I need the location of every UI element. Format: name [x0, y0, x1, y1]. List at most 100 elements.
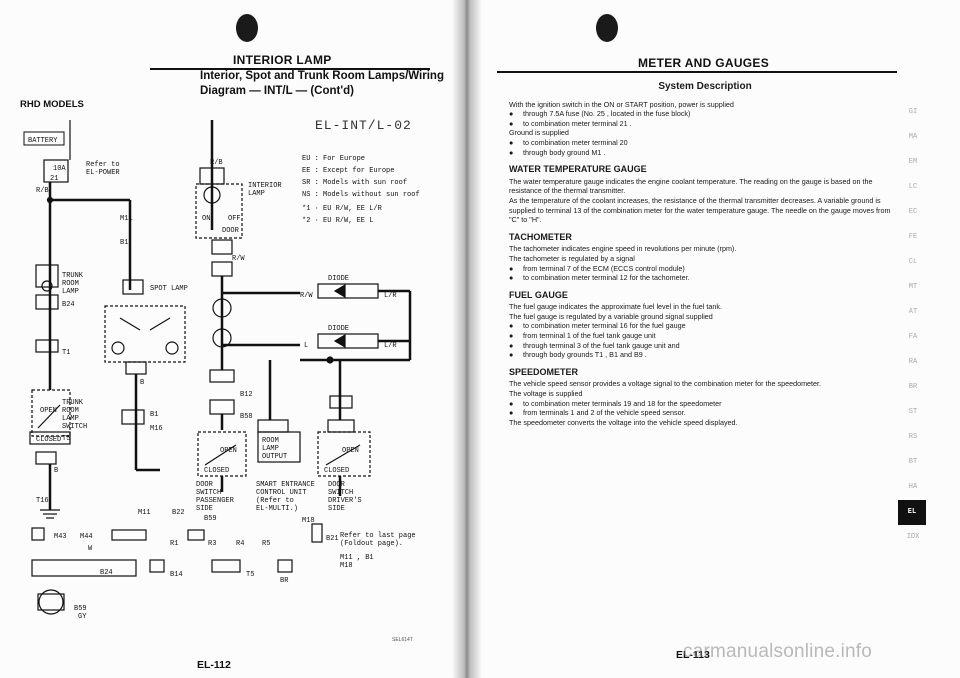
ground-bullet: ●through body ground M1 .: [509, 147, 606, 157]
refer-conn-m18: M18: [340, 562, 353, 570]
ground-bullet: ●to combination meter terminal 20: [509, 137, 628, 147]
left-page-title: INTERIOR LAMP: [233, 53, 332, 67]
tab-gi[interactable]: GI: [908, 108, 918, 116]
refer-power-target: EL-POWER: [86, 169, 120, 177]
wire-gy: GY: [78, 613, 87, 621]
intro-bullet-text: through 7.5A fuse (No. 25 , located in t…: [523, 109, 691, 119]
wire-l: L: [304, 342, 308, 350]
refer-conn-b1: B1: [365, 554, 374, 562]
conn-r1: R1: [170, 540, 178, 548]
conn-r4: R4: [236, 540, 244, 548]
tab-fa[interactable]: FA: [908, 333, 918, 341]
tab-idx[interactable]: IDX: [906, 533, 920, 541]
wire-br: BR: [280, 577, 289, 585]
conn-b58: B58: [240, 413, 253, 421]
tab-rs[interactable]: RS: [908, 433, 918, 441]
room-lamp-output-label-3: OUTPUT: [262, 453, 287, 461]
refer-last-page-text: Refer to last page (Foldout page).: [340, 532, 416, 548]
conn-r3: R3: [208, 540, 216, 548]
trunk-open-label: OPEN: [40, 407, 57, 415]
driver-switch-label-3: DRIVER'S: [328, 497, 362, 505]
room-lamp-output-label-2: LAMP: [262, 445, 279, 453]
tab-bt[interactable]: BT: [908, 458, 918, 466]
page-gutter: [452, 0, 482, 678]
refer-power-label: Refer to: [86, 161, 120, 169]
smart-entrance-label-4: EL-MULTI.): [256, 505, 298, 513]
conn-r5: R5: [262, 540, 270, 548]
diode1-label: DIODE: [328, 275, 349, 283]
legend-ee: EE : Except for Europe: [302, 167, 394, 175]
battery-box: [23, 131, 65, 146]
tab-ec[interactable]: EC: [908, 208, 918, 216]
passenger-open-label: OPEN: [220, 447, 237, 455]
watermark: carmanualsonline.info: [683, 641, 873, 662]
off-label: OFF: [228, 215, 241, 223]
section-text-water-temp: The water temperature gauge indicates th…: [509, 176, 891, 225]
section-title-speedometer: SPEEDOMETER: [509, 366, 579, 377]
binding-hole-right: [596, 14, 618, 42]
fuse-box: [43, 159, 69, 183]
intro-bullet: ●to combination meter terminal 21 .: [509, 118, 632, 128]
tach-bullet-text: to combination meter terminal 12 for the…: [523, 273, 690, 283]
fuse-label: 10A: [53, 165, 66, 173]
passenger-closed-label: CLOSED: [204, 467, 229, 475]
tab-st[interactable]: ST: [908, 408, 918, 416]
legend-sr: SR : Models with sun roof: [302, 179, 407, 187]
conn-b59-b: B59: [74, 605, 87, 613]
speedo-bullet: ●to combination meter terminals 19 and 1…: [509, 398, 722, 408]
wire-b-2: B: [54, 467, 58, 475]
tab-cl[interactable]: CL: [908, 258, 918, 266]
section-label: RHD MODELS: [20, 99, 84, 110]
trunk-switch-label-2: ROOM: [62, 407, 79, 415]
tab-ma[interactable]: MA: [908, 133, 918, 141]
wire-rw-1: R/W: [232, 255, 245, 263]
tach-bullet: ●to combination meter terminal 12 for th…: [509, 273, 690, 283]
wire-b-1: B: [140, 379, 144, 387]
tab-em[interactable]: EM: [908, 158, 918, 166]
conn-t16: T16: [36, 497, 49, 505]
tab-el[interactable]: EL: [898, 500, 926, 525]
ground-intro: Ground is supplied: [509, 128, 569, 138]
legend-ns: NS : Models without sun roof: [302, 191, 420, 199]
wire-rb-1: R/B: [36, 187, 49, 195]
conn-m43: M43: [54, 533, 67, 541]
fuel-bullet-text: to combination meter terminal 16 for the…: [523, 321, 686, 331]
tab-lc[interactable]: LC: [908, 183, 918, 191]
section-title-water-temp: WATER TEMPERATURE GAUGE: [509, 164, 647, 175]
ground-bullet-text: to combination meter terminal 20: [523, 137, 628, 147]
fuel-bullet: ●to combination meter terminal 16 for th…: [509, 321, 686, 331]
conn-b1-b: B1: [150, 411, 158, 419]
driver-closed-label: CLOSED: [324, 467, 349, 475]
tab-mt[interactable]: MT: [908, 283, 918, 291]
tab-br[interactable]: BR: [908, 383, 918, 391]
interior-lamp-label-2: LAMP: [248, 190, 265, 198]
tab-ha[interactable]: HA: [908, 483, 918, 491]
system-description: System Description With the ignition swi…: [509, 80, 901, 427]
diagram-stamp: SEL614T: [392, 637, 413, 643]
passenger-switch-label-4: SIDE: [196, 505, 213, 513]
driver-switch-label: DOOR: [328, 481, 346, 489]
right-page-number: EL-113: [676, 649, 710, 661]
conn-t5: T5: [62, 435, 70, 443]
tach-bullet: ●from terminal 7 of the ECM (ECCS contro…: [509, 263, 685, 273]
intro-bullet: ●through 7.5A fuse (No. 25 , located in …: [509, 109, 691, 119]
trunk-room-lamp-label-3: LAMP: [62, 288, 79, 296]
fuel-bullet: ●through terminal 3 of the fuel tank gau…: [509, 340, 680, 350]
legend-note2: *2 · EU R/W, EE L: [302, 217, 373, 225]
speedo-bullet-text: to combination meter terminals 19 and 18…: [523, 398, 722, 408]
intro-bullet-text: to combination meter terminal 21 .: [523, 118, 632, 128]
tab-ra[interactable]: RA: [908, 358, 918, 366]
smart-entrance-label-2: CONTROL UNIT: [256, 489, 306, 497]
speedo-bullet-text: from terminals 1 and 2 of the vehicle sp…: [523, 408, 686, 418]
conn-m11-b: M11: [138, 509, 151, 517]
left-title-rule: [150, 68, 430, 70]
tab-fe[interactable]: FE: [908, 233, 918, 241]
tab-at[interactable]: AT: [908, 308, 918, 316]
conn-b12: B12: [240, 391, 253, 399]
section-title-tachometer: TACHOMETER: [509, 231, 572, 242]
passenger-switch-label: DOOR: [196, 481, 214, 489]
conn-b1: B1: [120, 239, 128, 247]
smart-entrance-label: SMART ENTRANCE: [256, 481, 315, 489]
conn-m11: M11: [120, 215, 133, 223]
